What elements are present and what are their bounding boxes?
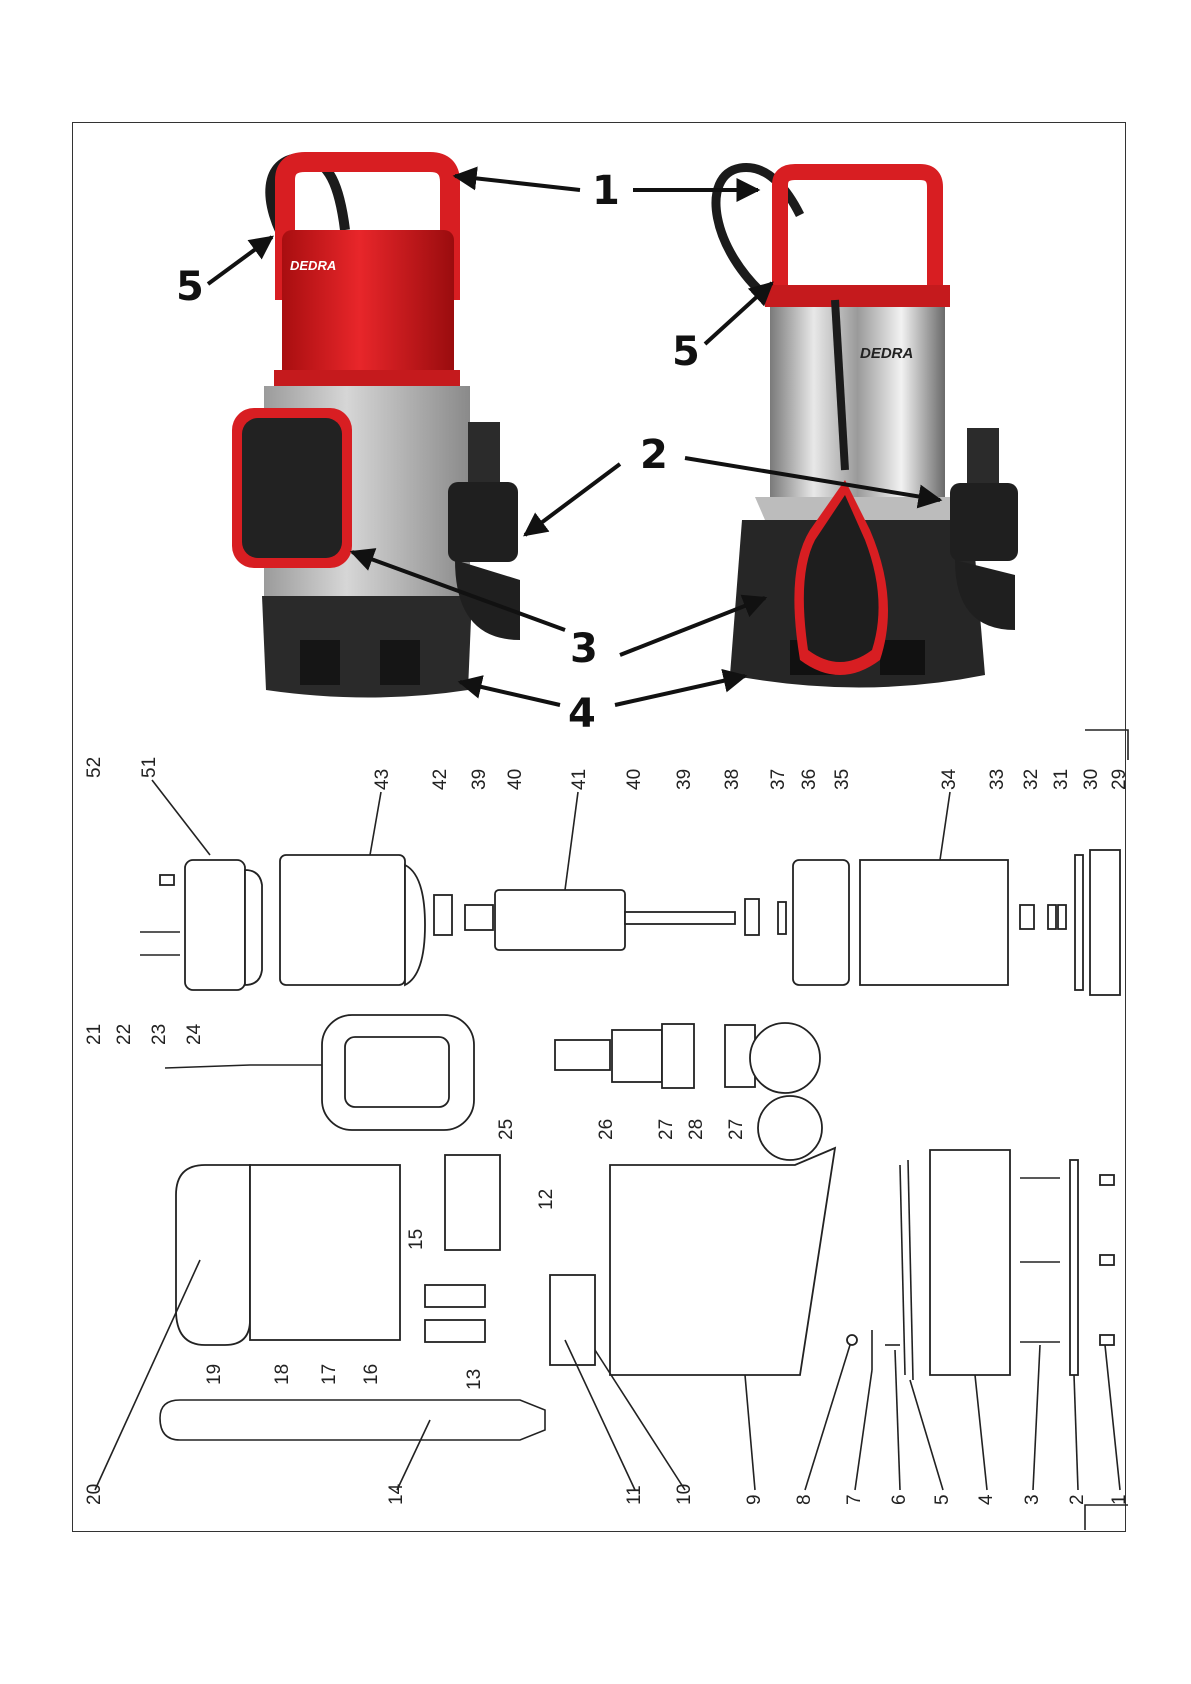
part-31: 31 (1051, 769, 1072, 790)
part-12: 12 (536, 1189, 557, 1210)
part-32: 32 (1021, 769, 1042, 790)
part-26: 26 (596, 1119, 617, 1140)
part-52: 52 (84, 757, 105, 778)
part-37: 37 (768, 769, 789, 790)
part-22: 22 (114, 1024, 135, 1045)
pump-left-photo: DEDRA (232, 158, 520, 698)
part-numbers-bolts: 21 22 23 24 (84, 1023, 205, 1045)
part-33: 33 (987, 769, 1008, 790)
part-34: 34 (939, 768, 960, 790)
brand-label-right: DEDRA (860, 345, 913, 362)
part-10: 10 (674, 1484, 695, 1505)
part-39b: 39 (674, 769, 695, 790)
callout-1: 1 (592, 168, 620, 214)
callout-5-right: 5 (672, 329, 700, 375)
part-1: 1 (1109, 1494, 1130, 1505)
part-7: 7 (844, 1494, 865, 1505)
callout-5-left: 5 (176, 264, 204, 310)
part-28: 28 (686, 1119, 707, 1140)
part-14: 14 (386, 1483, 407, 1505)
part-15: 15 (406, 1229, 427, 1250)
part-numbers-middle: 25 26 27 28 27 (496, 1119, 747, 1140)
part-24: 24 (184, 1023, 205, 1045)
pump-right-photo: DEDRA (716, 167, 1018, 687)
part-5: 5 (932, 1494, 953, 1505)
part-17: 17 (319, 1364, 340, 1385)
part-25: 25 (496, 1119, 517, 1140)
part-8: 8 (794, 1494, 815, 1505)
part-43: 43 (372, 769, 393, 790)
part-6: 6 (889, 1494, 910, 1505)
part-40: 40 (505, 769, 526, 790)
part-4: 4 (976, 1494, 997, 1505)
part-19: 19 (204, 1364, 225, 1385)
part-16: 16 (361, 1364, 382, 1385)
part-35: 35 (832, 769, 853, 790)
part-38: 38 (722, 769, 743, 790)
part-20: 20 (84, 1484, 105, 1505)
part-42: 42 (430, 769, 451, 790)
part-51: 51 (139, 757, 160, 778)
part-18: 18 (272, 1364, 293, 1385)
part-21: 21 (84, 1024, 105, 1045)
part-36: 36 (799, 769, 820, 790)
part-3: 3 (1022, 1494, 1043, 1505)
part-23: 23 (149, 1024, 170, 1045)
callout-2: 2 (640, 432, 668, 478)
part-39: 39 (469, 769, 490, 790)
callout-3: 3 (570, 626, 598, 672)
part-27b: 27 (726, 1119, 747, 1140)
part-27a: 27 (656, 1119, 677, 1140)
callout-4: 4 (568, 691, 596, 737)
part-40b: 40 (624, 769, 645, 790)
part-2: 2 (1067, 1494, 1088, 1505)
part-41: 41 (569, 769, 590, 790)
part-9: 9 (744, 1494, 765, 1505)
part-30: 30 (1081, 769, 1102, 790)
part-13: 13 (464, 1369, 485, 1390)
bolts (140, 875, 180, 955)
part-29: 29 (1109, 769, 1130, 790)
brand-label-left: DEDRA (290, 258, 336, 273)
